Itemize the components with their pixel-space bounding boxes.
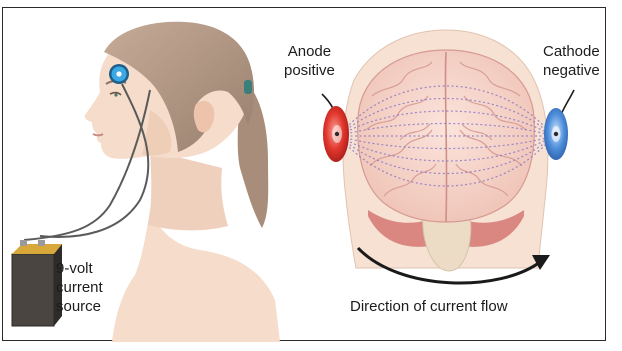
battery-label-line-2: current: [56, 278, 136, 297]
cathode-electrode-icon: [544, 90, 574, 160]
cathode-label-line-1: Cathode: [543, 42, 600, 61]
cathode-label: Cathode negative: [543, 42, 600, 80]
scalp-electrode-icon: [109, 64, 129, 84]
battery-icon: [12, 240, 62, 326]
cathode-label-line-2: negative: [543, 61, 600, 80]
woman-profile: [12, 22, 280, 342]
battery-label: 9-volt current source: [56, 259, 136, 316]
hair-tie: [244, 80, 252, 94]
battery-label-line-3: source: [56, 297, 136, 316]
anode-electrode-icon: [322, 94, 349, 162]
anode-label-line-1: Anode: [284, 42, 335, 61]
anode-label: Anode positive: [284, 42, 335, 80]
current-flow-label: Direction of current flow: [350, 297, 508, 316]
anode-label-line-2: positive: [284, 61, 335, 80]
battery-label-line-1: 9-volt: [56, 259, 136, 278]
neck: [148, 150, 228, 230]
eye-iris: [114, 93, 117, 96]
brain-frontal-view: [322, 30, 574, 283]
